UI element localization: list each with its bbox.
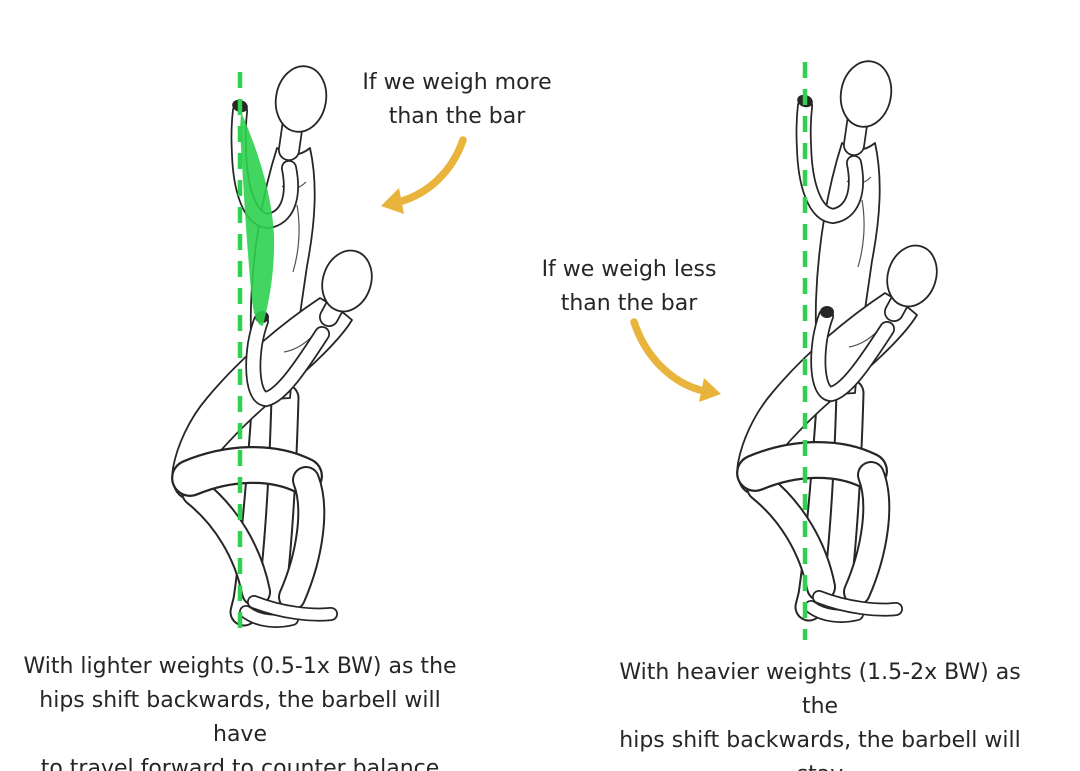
curved-arrow-icon-left (381, 136, 467, 214)
caption-heavier-weights: With heavier weights (1.5-2x BW) as the … (619, 660, 1021, 771)
forward-travel-area (240, 112, 275, 326)
figure-pair-right (737, 57, 944, 616)
callout-weigh-more: If we weigh more than the bar (362, 70, 552, 130)
curved-arrow-icon-right (630, 318, 721, 402)
caption-lighter-weights: With lighter weights (0.5-1x BW) as the … (23, 654, 457, 771)
callout-weigh-less: If we weigh less than the bar (541, 257, 717, 317)
figure-pair-left (172, 62, 379, 621)
